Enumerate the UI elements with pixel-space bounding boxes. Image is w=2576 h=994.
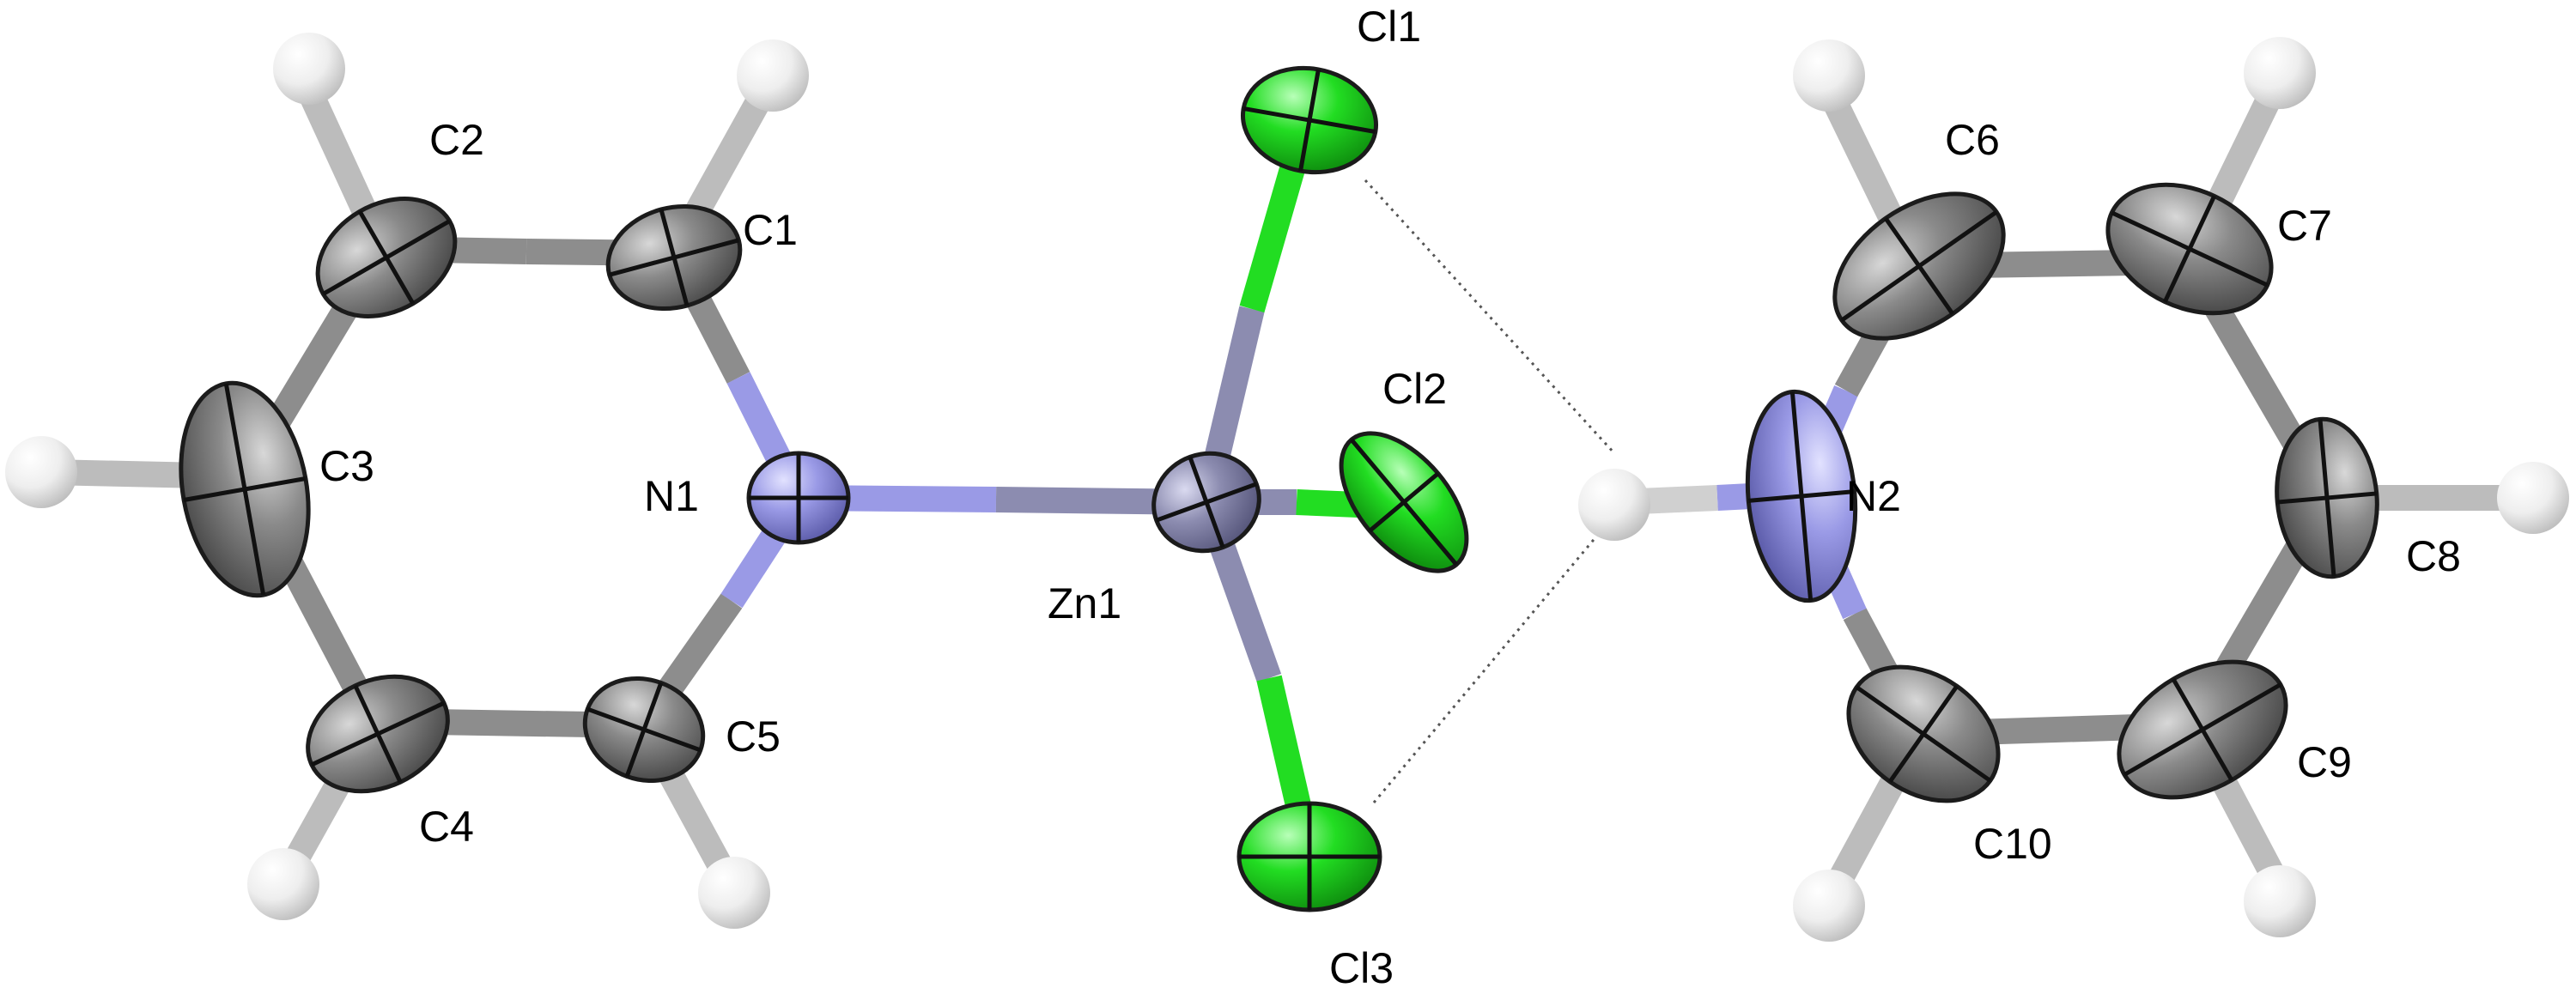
atom-c7: [2105, 182, 2274, 316]
label-c7: C7: [2277, 202, 2332, 250]
atom-c2: [315, 197, 458, 318]
atom-cl2: [1339, 431, 1469, 573]
label-cl2: Cl2: [1382, 365, 1447, 413]
label-c5: C5: [726, 712, 781, 761]
h-atom-c3: [5, 436, 77, 508]
h-atom-c6: [1793, 39, 1865, 112]
contact-h-cl3: [1372, 514, 1616, 803]
label-c9: C9: [2297, 738, 2352, 786]
label-n1: N1: [644, 472, 699, 520]
label-cl3: Cl3: [1329, 944, 1394, 992]
atom-n2: [1745, 389, 1858, 603]
h-atom-n2: [1578, 469, 1650, 541]
label-c10: C10: [1973, 820, 2052, 868]
label-zn1: Zn1: [1048, 579, 1121, 627]
h-atom-c2: [273, 33, 345, 105]
label-n2: N2: [1846, 472, 1901, 520]
atom-zn1: [1151, 451, 1261, 554]
h-atom-c1: [737, 39, 809, 112]
h-atom-c9: [2244, 865, 2316, 937]
atom-c8: [2275, 416, 2379, 579]
label-c8: C8: [2406, 532, 2461, 580]
atom-c6: [1832, 191, 2006, 341]
heavy-atoms: [179, 65, 2379, 912]
atom-c4: [306, 674, 450, 794]
hydrogen-bond-contacts: [1364, 179, 1616, 803]
atom-c9: [2117, 659, 2288, 800]
label-c2: C2: [429, 116, 484, 164]
atom-c1: [605, 203, 743, 312]
label-c1: C1: [743, 206, 798, 254]
h-atom-c5: [698, 857, 770, 929]
atom-n1: [746, 451, 851, 545]
label-c3: C3: [319, 442, 374, 490]
h-atom-c7: [2244, 37, 2316, 109]
atom-labels: Cl1 C2 C1 C6 C7 Cl2 C3 N1 N2 C8 Zn1 C5 C…: [319, 3, 2461, 992]
atom-c3: [179, 380, 311, 598]
atom-c5: [582, 676, 706, 784]
atom-cl3: [1236, 801, 1382, 912]
atom-cl1: [1240, 65, 1379, 175]
h-atom-c4: [247, 848, 319, 920]
atom-c10: [1846, 664, 2001, 803]
h-atom-c10: [1793, 870, 1865, 942]
label-c6: C6: [1945, 116, 2000, 164]
label-cl1: Cl1: [1357, 3, 1421, 51]
h-atom-c8: [2497, 462, 2569, 534]
label-c4: C4: [419, 803, 474, 851]
hydrogen-atoms: [5, 33, 2569, 942]
